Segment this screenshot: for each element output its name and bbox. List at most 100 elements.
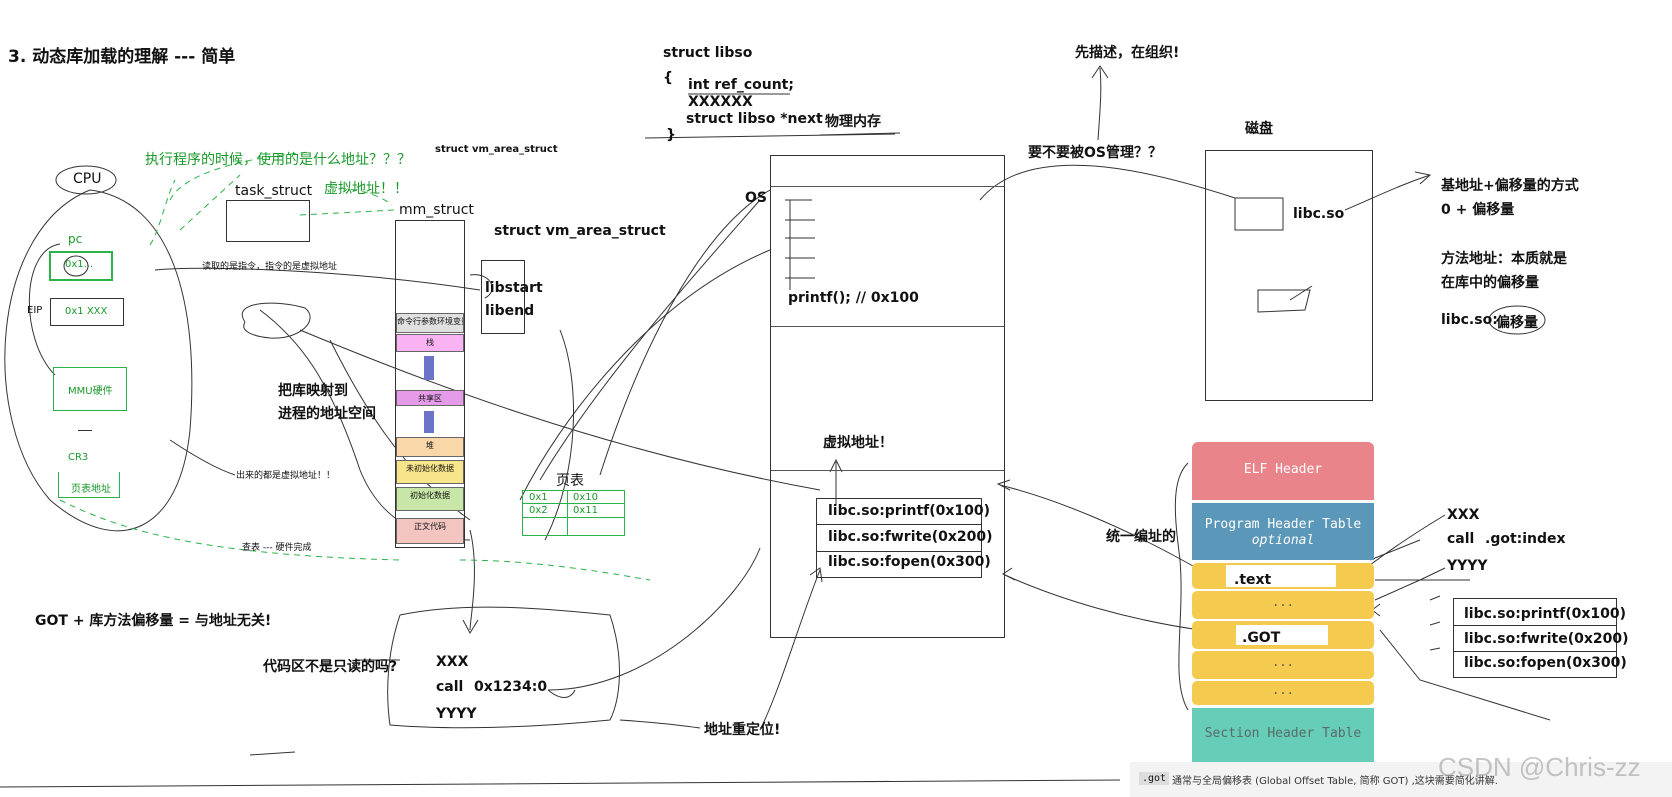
got-printf: libc.so:printf(0x100) bbox=[1464, 606, 1627, 622]
cr3-label: CR3 bbox=[68, 452, 89, 463]
segment-cmdline: 命令行参数环境变量 bbox=[396, 313, 464, 333]
program-header-table: Program Header Table optional bbox=[1192, 503, 1374, 560]
footer-bar bbox=[1130, 762, 1672, 797]
cpu-label: CPU bbox=[73, 171, 102, 187]
pc-value: 0x1... bbox=[65, 259, 94, 270]
mm-struct-box: 命令行参数环境变量 栈 共享区 堆 未初始化数据 初始化数据 正文代码 bbox=[395, 220, 465, 548]
libc-offset-prefix: libc.so: bbox=[1441, 312, 1498, 328]
virtual-addr-note: 虚拟地址！！ bbox=[324, 181, 408, 197]
mmu-label: MMU硬件 bbox=[68, 386, 113, 397]
method-addr-line1: 方法地址：本质就是 bbox=[1441, 251, 1567, 267]
pt-row1-v: 0x1 bbox=[529, 492, 548, 503]
zero-plus-offset: 0 + 偏移量 bbox=[1441, 202, 1515, 218]
pc-label: pc bbox=[68, 232, 83, 246]
eip-label: EIP bbox=[27, 305, 43, 316]
disk-box bbox=[1205, 150, 1373, 401]
mem-lib-printf: libc.so:printf(0x100) bbox=[828, 503, 991, 519]
pht-sub-label: optional bbox=[1251, 533, 1315, 548]
code-readonly-question: 代码区不是只读的吗? bbox=[263, 659, 398, 675]
section-header-table: Section Header Table bbox=[1192, 708, 1374, 762]
got-tag bbox=[1236, 625, 1328, 645]
eip-value: 0x1 XXX bbox=[65, 306, 108, 317]
segment-shared: 共享区 bbox=[396, 390, 464, 406]
elf-header: ELF Header bbox=[1192, 442, 1374, 500]
read-instr-note: 读取的是指令，指令的是虚拟地址 bbox=[202, 262, 338, 272]
code-call: call bbox=[436, 679, 464, 695]
section-dots-2: ... bbox=[1192, 651, 1374, 679]
text-tag bbox=[1226, 565, 1336, 587]
page-table: 0x1 0x10 0x2 0x11 bbox=[522, 490, 625, 536]
method-addr-line2: 在库中的偏移量 bbox=[1441, 275, 1539, 291]
vma-box bbox=[481, 260, 525, 334]
segment-data: 初始化数据 bbox=[396, 487, 464, 511]
struct-libso-line7: } bbox=[666, 127, 676, 143]
os-label: OS bbox=[745, 190, 767, 206]
eip-register: 0x1 XXX bbox=[50, 298, 124, 326]
struct-libso-line2: { bbox=[663, 70, 673, 86]
need-os-manage: 要不要被OS管理？？ bbox=[1028, 145, 1162, 161]
divider bbox=[78, 430, 92, 431]
text-label: .text bbox=[1234, 572, 1272, 588]
segment-heap: 堆 bbox=[396, 437, 464, 457]
code-line3: YYYY bbox=[436, 706, 477, 722]
mem-lib-fopen: libc.so:fopen(0x300) bbox=[828, 554, 991, 570]
right-code-line3: YYYY bbox=[1447, 558, 1488, 574]
got-table bbox=[1453, 598, 1617, 678]
page-table-label: 页表 bbox=[556, 473, 584, 489]
pt-row2-p: 0x11 bbox=[573, 505, 599, 516]
unified-addr-note: 统一编址的 bbox=[1106, 529, 1176, 545]
out-virtual-note: 出来的都是虚拟地址！！ bbox=[236, 471, 336, 481]
base-plus-offset: 基地址+偏移量的方式 bbox=[1441, 178, 1579, 194]
got-fwrite: libc.so:fwrite(0x200) bbox=[1464, 631, 1629, 647]
printf-call: printf(); // 0x100 bbox=[788, 290, 919, 306]
footer-caption: 通常与全局偏移表 (Global Offset Table, 简称 GOT) ,… bbox=[1172, 776, 1498, 787]
elf-header-label: ELF Header bbox=[1243, 462, 1323, 477]
code-addr: 0x1234:0 bbox=[474, 679, 548, 695]
mmu-box: MMU硬件 bbox=[53, 367, 127, 411]
segment-text: 正文代码 bbox=[396, 518, 464, 544]
vm-area-struct-label: struct vm_area_struct bbox=[494, 223, 666, 239]
cr3-box-label: 页表地址 bbox=[71, 484, 111, 495]
segment-stack: 栈 bbox=[396, 334, 464, 352]
page-title: 3. 动态库加载的理解 --- 简单 bbox=[8, 47, 236, 67]
libc-offset: 偏移量 bbox=[1496, 315, 1538, 331]
physical-memory bbox=[770, 155, 1005, 638]
got-label: .GOT bbox=[1242, 630, 1281, 646]
struct-libso-line5: struct libso *next bbox=[686, 111, 823, 127]
got-fopen: libc.so:fopen(0x300) bbox=[1464, 655, 1627, 671]
task-struct-box bbox=[226, 200, 310, 242]
got-formula: GOT + 库方法偏移量 = 与地址无关! bbox=[35, 613, 272, 629]
describe-then-organize: 先描述，在组织! bbox=[1075, 45, 1180, 61]
disk-label: 磁盘 bbox=[1245, 121, 1273, 137]
virtual-addr-os: 虚拟地址！ bbox=[823, 435, 893, 451]
exec-addr-question: 执行程序的时候，使用的是什么地址？？？ bbox=[145, 152, 411, 168]
mm-struct-label: mm_struct bbox=[399, 202, 474, 218]
right-code-call: call bbox=[1447, 531, 1475, 547]
pht-label: Program Header Table bbox=[1204, 517, 1362, 532]
disk-libc-so: libc.so bbox=[1293, 206, 1345, 222]
mem-lib-fwrite: libc.so:fwrite(0x200) bbox=[828, 529, 993, 545]
vm-area-struct-top: struct vm_area_struct bbox=[435, 144, 558, 155]
struct-libso-line3: int ref_count; bbox=[688, 77, 794, 93]
struct-libso-line4: XXXXXX bbox=[688, 94, 753, 110]
section-dots-3: ... bbox=[1192, 681, 1374, 705]
lookup-note: 查表 --- 硬件完成 bbox=[242, 543, 312, 553]
got-code-tag: .got bbox=[1139, 772, 1170, 785]
pc-register: 0x1... bbox=[49, 251, 113, 281]
section-dots-1: ... bbox=[1192, 591, 1374, 619]
right-code-got-index: .got:index bbox=[1485, 531, 1566, 547]
libend-label: libend bbox=[485, 303, 535, 319]
task-struct-label: task_struct bbox=[235, 183, 313, 199]
arrow-down-icon bbox=[424, 356, 434, 380]
mem-lib-table bbox=[816, 498, 982, 578]
arrow-up-icon bbox=[424, 411, 434, 433]
sht-label: Section Header Table bbox=[1204, 726, 1362, 741]
struct-libso-phys-mem: 物理内存 bbox=[825, 114, 881, 130]
segment-bss: 未初始化数据 bbox=[396, 460, 464, 484]
map-lib-line1: 把库映射到 bbox=[278, 383, 348, 399]
pt-row1-p: 0x10 bbox=[573, 492, 599, 503]
struct-libso-line1: struct libso bbox=[663, 45, 753, 61]
right-code-line1: XXX bbox=[1447, 507, 1480, 523]
pt-row2-v: 0x2 bbox=[529, 505, 548, 516]
relocation-note: 地址重定位! bbox=[704, 722, 781, 738]
